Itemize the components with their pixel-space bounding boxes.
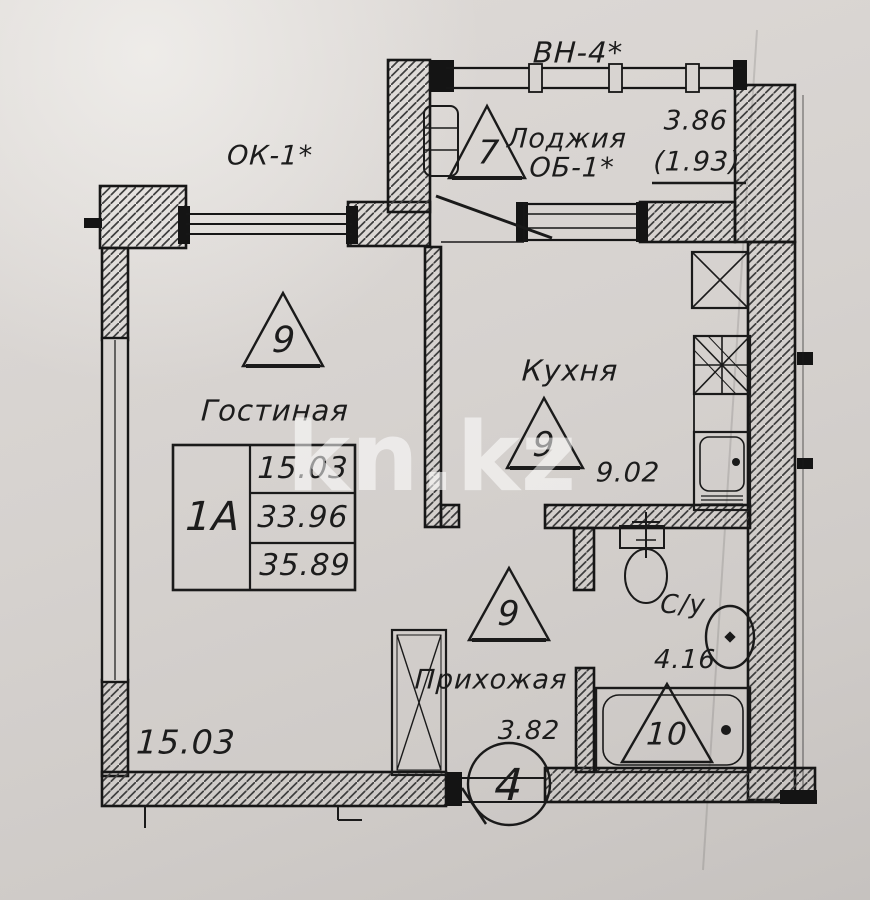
stove-symbol: [692, 334, 752, 396]
entrance-position-number: 4: [493, 760, 525, 811]
paper-crease: [702, 29, 758, 871]
wall-living-kitchen-foot: [439, 503, 461, 529]
hallway-marker-number: 9: [496, 594, 522, 634]
wall-bath-left-bottom: [574, 666, 596, 774]
bathroom-area-value: 4.16: [653, 645, 717, 675]
wall-right-outer: [746, 240, 797, 802]
left-window-label: ОК-1*: [226, 140, 314, 172]
wall-bottom-living: [100, 770, 448, 808]
loggia-marker-number: 7: [476, 132, 502, 172]
table-total-with-loggia: 35.89: [258, 548, 352, 583]
wall-bottom-bath: [543, 766, 817, 804]
loggia-area-value: 3.86: [663, 105, 729, 137]
entrance-number-circle: [466, 741, 552, 827]
watermark: kn.kz: [286, 403, 578, 513]
wall-left-middle: [100, 336, 130, 684]
wall-loggia-right-pier: [733, 83, 797, 244]
wall-bath-left-top: [572, 526, 596, 592]
window-loggia-ob1: [522, 202, 640, 242]
sink-symbol: [692, 430, 752, 512]
wall-topleft-pier: [98, 184, 188, 250]
table-apartment-type: 1А: [184, 494, 242, 540]
loggia-area-half-value: (1.93): [652, 146, 742, 178]
toilet-symbol: [619, 512, 668, 604]
misc-marks: [144, 29, 804, 871]
wall-left-top: [100, 246, 130, 342]
kitchen-area-value: 9.02: [595, 457, 661, 489]
kitchen-room-label: Кухня: [520, 353, 620, 388]
wall-left-bottom: [100, 678, 130, 778]
loggia-window-label: ОБ-1*: [528, 152, 616, 184]
hallway-room-label: Прихожая: [413, 664, 569, 696]
info-table-grid: [171, 443, 357, 592]
living-marker-number: 9: [270, 320, 298, 361]
washbasin-symbol: [704, 604, 756, 670]
counter-symbol: [693, 393, 751, 433]
wall-loggia-bottom: [638, 200, 737, 244]
wardrobe-symbol: [390, 628, 448, 777]
kitchen-fixtures: [690, 250, 752, 512]
door-loggia-leaf: [435, 194, 553, 243]
wall-living-kitchen: [423, 245, 443, 529]
hallway-area-value: 3.82: [497, 716, 561, 746]
window-left-ok1: [186, 213, 352, 235]
triangle-bathroom: [619, 681, 715, 764]
loggia-unit-symbol: [423, 105, 459, 177]
loggia-room-label: Лоджия: [506, 123, 628, 155]
window-top-vn4: [446, 63, 742, 93]
room-marker-triangles: [240, 103, 715, 764]
bathroom-marker-number: 10: [645, 716, 689, 753]
fridge-symbol: [690, 250, 750, 310]
living-area-value: 15.03: [135, 722, 237, 762]
top-window-label: ВН-4*: [532, 35, 624, 70]
bathroom-room-label: С/у: [659, 590, 707, 620]
